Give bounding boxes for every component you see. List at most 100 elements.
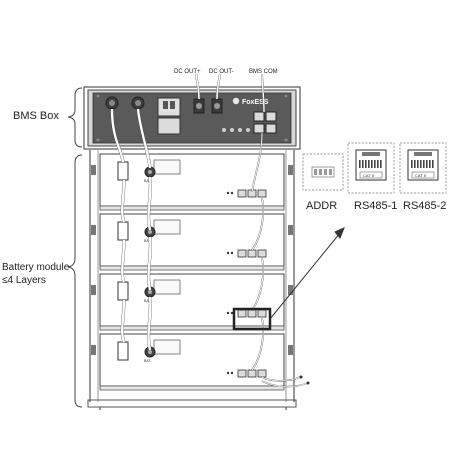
comm-cable-layer-3-core [251, 316, 264, 371]
jack-pin [432, 160, 434, 168]
jack-outline [399, 142, 447, 194]
module-rail [99, 265, 285, 271]
module-label-plate [153, 219, 181, 235]
dc-out-minus-label: DC OUT- [209, 69, 234, 75]
battery-module-layer-1: BAT- [99, 153, 285, 211]
module-handle [117, 221, 129, 241]
dc-out-plus-cable-core [195, 73, 200, 100]
module-led [230, 251, 234, 255]
jack-pin [371, 160, 373, 168]
cables [110, 73, 310, 388]
jack-pin [374, 160, 376, 168]
rj45-jack-rs485-2: CAT 5 [399, 142, 447, 194]
battery-module-layer-3: BAT- [99, 273, 285, 331]
bms-com-ports [253, 111, 277, 134]
module-led [230, 371, 234, 375]
module-comm-port [257, 309, 267, 318]
battery-module-layer-2: BAT- [99, 213, 285, 271]
module-handle [117, 281, 129, 301]
rack-frame [83, 86, 301, 410]
dc-out-plus-label: DC OUT+ [174, 69, 201, 75]
module-terminal-text: BAT- [144, 359, 152, 363]
module-comm-port [237, 369, 247, 378]
power-cable-bms-right-core [136, 108, 152, 169]
module-comm-port [257, 189, 267, 198]
module-comm-port [237, 249, 247, 258]
module-label-plate [153, 279, 181, 295]
power-link-layer-3-core [147, 296, 152, 351]
callout-arrow [269, 227, 345, 320]
jack-label-plate [411, 171, 435, 179]
jack-label-plate [359, 171, 383, 179]
module-led [230, 191, 234, 195]
module-led [226, 251, 230, 255]
jack-pin [362, 160, 364, 168]
battery-modules: BAT-BAT-BAT-BAT- [99, 153, 285, 391]
jack-pin [359, 160, 361, 168]
dc-out-minus-connector [211, 98, 223, 114]
rj45-jacks: CAT 5 CAT 5 [347, 142, 447, 194]
bms-com-label: BMS COM [249, 69, 278, 75]
jack-latch [362, 152, 380, 156]
power-link-layer-1-core [147, 176, 152, 231]
module-comm-port [247, 249, 257, 258]
bms-power-terminal-right [131, 96, 145, 110]
bms-label-plate [157, 117, 181, 135]
bottom-wire-2-core [261, 380, 309, 387]
module-handle [117, 161, 129, 181]
module-label-plate [153, 159, 181, 175]
power-cable-layer-3-core [121, 299, 126, 343]
jack-pin [368, 160, 370, 168]
jack-pin [365, 160, 367, 168]
bms-indicator-leds [222, 128, 250, 132]
module-terminal-text: BAT- [144, 299, 152, 303]
bms-mount-screws [96, 94, 288, 142]
rj45-jack-rs485-1: CAT 5 [347, 142, 395, 194]
module-terminal-core [148, 350, 152, 354]
jack-pin [380, 160, 382, 168]
module-led [226, 371, 230, 375]
module-rail [99, 205, 285, 211]
battery-module-label-line2: ≤4 Layers [2, 275, 46, 286]
module-comm-port [247, 369, 257, 378]
module-comm-port [247, 309, 257, 318]
module-terminal-core [148, 230, 152, 234]
dc-out-minus-cable-core [216, 73, 221, 100]
module-handle [117, 341, 129, 361]
brand-logo-text: FoxESS [242, 99, 269, 106]
jack-pin [426, 160, 428, 168]
module-led [226, 191, 230, 195]
power-link-layer-2-core [147, 236, 152, 291]
battery-module-label-line1: Battery module [2, 262, 70, 273]
jack-outline [347, 142, 395, 194]
power-cable-bms-left-core [110, 108, 125, 163]
module-led [226, 311, 230, 315]
bottom-wire-1-core [261, 376, 301, 382]
comm-cable-layer-2-core [251, 256, 264, 311]
module-terminal-core [148, 170, 152, 174]
battery-module-layer-4: BAT- [99, 333, 285, 391]
module-label-plate [153, 339, 181, 355]
rack-post-holes [91, 165, 293, 355]
bms-com-cable-core [261, 73, 265, 113]
rs485-2-port-label: RS485-2 [403, 200, 447, 212]
bms-box-bracket [67, 87, 83, 148]
module-comm-port [257, 369, 267, 378]
module-rail [99, 325, 285, 331]
addr-port-label: ADDR [306, 200, 338, 212]
wire-end [306, 381, 310, 385]
bms-box-label: BMS Box [13, 110, 59, 122]
bms-power-terminal-left [105, 96, 119, 110]
bms-box: FoxESS [87, 89, 297, 147]
jack-pin [420, 160, 422, 168]
battery-module-bracket [67, 154, 83, 408]
jack-pin [414, 160, 416, 168]
module-comm-port [237, 189, 247, 198]
comm-cable-layer-1-core [251, 196, 264, 251]
rs485-1-port-label: RS485-1 [354, 200, 398, 212]
jack-pin [423, 160, 425, 168]
jack-pin [377, 160, 379, 168]
battery-module-label: Battery module ≤4 Layers [2, 261, 69, 287]
module-terminal-core [148, 290, 152, 294]
jack-label-text: CAT 5 [363, 173, 375, 178]
